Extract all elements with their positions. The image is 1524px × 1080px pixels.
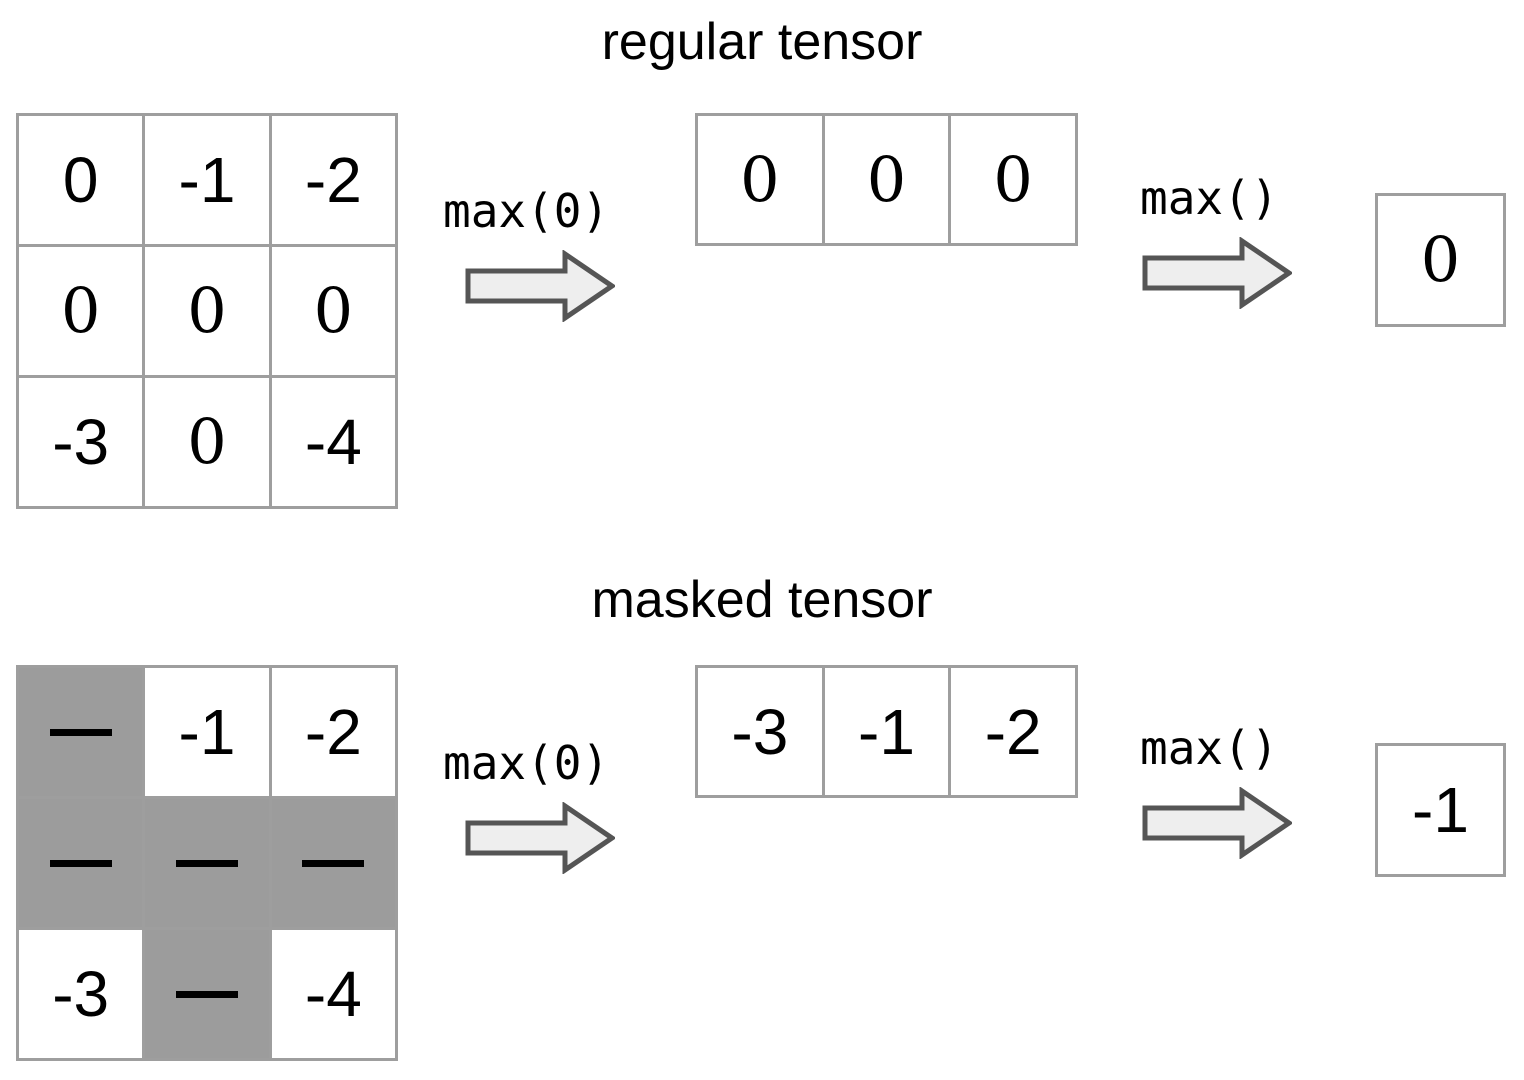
matrix-cell-masked xyxy=(145,930,269,1058)
matrix-cell: 0 xyxy=(19,116,143,244)
vector-cell: 0 xyxy=(698,116,822,243)
matrix-cell: -2 xyxy=(271,668,395,796)
matrix-cell-masked xyxy=(271,799,395,927)
vector-cell: 0 xyxy=(951,116,1075,243)
operation-arrow-max0-regular: max(0) xyxy=(443,188,615,322)
right-block-arrow-icon xyxy=(1142,237,1292,309)
operation-arrow-max-masked: max() xyxy=(1140,725,1292,859)
matrix-cell: -4 xyxy=(271,930,395,1058)
reduced-vector-masked: -3 -1 -2 xyxy=(695,665,1078,798)
page-title-masked-tensor: masked tensor xyxy=(591,571,933,629)
masked-dash-icon xyxy=(49,728,112,736)
result-scalar-masked: -1 xyxy=(1375,743,1506,877)
matrix-cell: -1 xyxy=(145,116,269,244)
matrix-cell: -3 xyxy=(19,930,143,1058)
matrix-cell-masked xyxy=(19,799,143,927)
operation-label: max(0) xyxy=(443,736,610,790)
operation-label: max() xyxy=(1140,721,1279,775)
matrix-cell-masked xyxy=(145,799,269,927)
matrix-cell: -1 xyxy=(145,668,269,796)
operation-label: max() xyxy=(1140,171,1279,225)
result-scalar-regular: 0 xyxy=(1375,193,1506,327)
vector-cell: -1 xyxy=(824,668,949,795)
matrix-cell: -4 xyxy=(271,378,395,506)
result-cell: 0 xyxy=(1378,196,1503,324)
matrix-cell: -3 xyxy=(19,378,143,506)
operation-arrow-max0-masked: max(0) xyxy=(443,740,615,874)
matrix-cell: 0 xyxy=(19,247,143,375)
matrix-cell: 0 xyxy=(271,247,395,375)
reduced-vector-regular: 0 0 0 xyxy=(695,113,1078,246)
masked-dash-icon xyxy=(175,859,238,867)
matrix-cell: 0 xyxy=(145,247,269,375)
right-block-arrow-icon xyxy=(1142,787,1292,859)
masked-dash-icon xyxy=(175,990,238,998)
right-block-arrow-icon xyxy=(465,802,615,874)
matrix-cell: 0 xyxy=(145,378,269,506)
matrix-cell-masked xyxy=(19,668,143,796)
source-matrix-masked: -1 -2 -3 -4 xyxy=(16,665,398,1061)
result-cell: -1 xyxy=(1378,746,1503,874)
vector-cell: -2 xyxy=(951,668,1075,795)
operation-label: max(0) xyxy=(443,184,610,238)
masked-dash-icon xyxy=(49,859,112,867)
vector-cell: -3 xyxy=(698,668,822,795)
right-block-arrow-icon xyxy=(465,250,615,322)
page-title-regular-tensor: regular tensor xyxy=(601,13,923,71)
matrix-cell: -2 xyxy=(271,116,395,244)
source-matrix-regular: 0 -1 -2 0 0 0 -3 0 -4 xyxy=(16,113,398,509)
operation-arrow-max-regular: max() xyxy=(1140,175,1292,309)
masked-dash-icon xyxy=(302,859,365,867)
vector-cell: 0 xyxy=(824,116,949,243)
